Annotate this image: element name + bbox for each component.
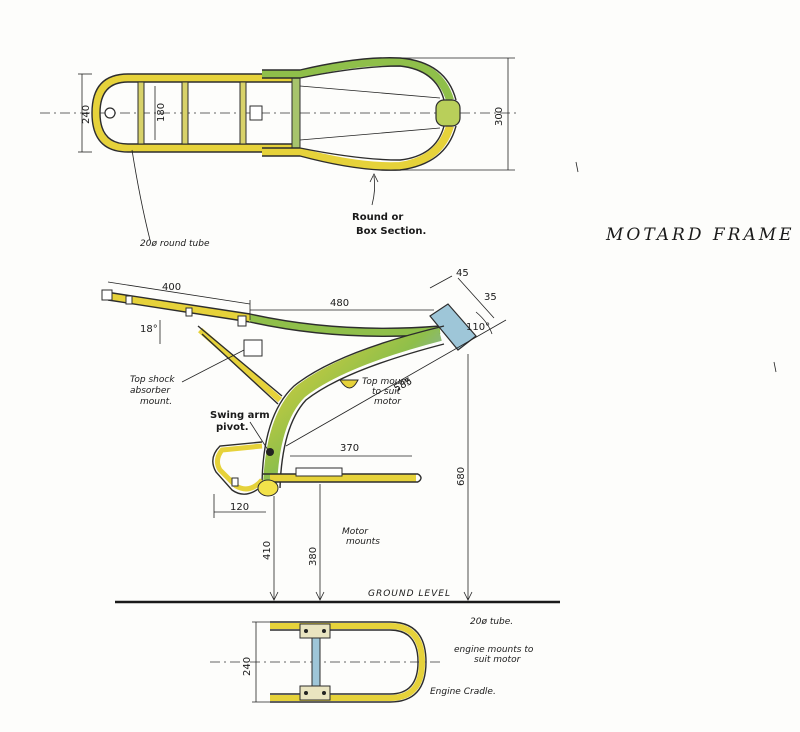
dim-cradle-240: 240 [242,657,253,676]
note-20-round-tube: 20ø round tube [140,239,210,249]
side-view: 400 480 18° 45 35 110° 585 370 120 410 3… [101,268,507,601]
leader-20-tube [131,149,151,241]
dim-top-180: 180 [156,103,167,122]
dim-side-410: 410 [262,541,273,560]
dim-line-400 [107,281,251,305]
top-front-upper-outer [262,57,457,101]
top-view: 240 180 300 [40,57,520,206]
cradle-loop-fill [270,623,426,701]
leader-swing-arm [249,421,269,451]
top-brace-3 [239,81,247,145]
note-engine-mounts-1: engine mounts to [454,645,534,655]
dim-top-300: 300 [494,107,505,126]
top-brace-1 [137,81,145,145]
dim-line-45 [429,275,453,289]
dim-side-400: 400 [162,282,181,293]
top-rear-loop-fill [92,74,300,152]
dim-side-120: 120 [230,502,249,513]
top-inner-rail-2 [299,127,441,141]
ground-level-label: GROUND LEVEL [368,589,451,599]
dim-top-240: 240 [81,105,92,124]
top-rear-stub [104,107,116,119]
leader-round-box [371,175,376,206]
dim-angle-110: 110° [466,322,490,333]
side-main-top-rail-fill [249,314,441,337]
note-swing-arm-1: Swing arm [210,410,270,421]
top-front-lower-inner [262,125,445,161]
dim-line-35 [457,277,495,319]
top-rear-loop-inner [99,81,300,145]
note-top-mount-2: to suit [372,387,401,397]
top-shock-plate [249,105,263,121]
side-shock-mount [243,339,263,357]
top-inner-rail-1 [299,85,441,99]
top-front-lower-outer [262,125,457,171]
note-round-or-2: Box Section. [356,226,426,237]
note-top-mount-1: Top mount [362,377,410,387]
dim-side-480: 480 [330,298,349,309]
note-engine-mounts-2: suit motor [474,655,522,665]
drawing-title: MOTARD FRAME [605,225,795,245]
leader-top-shock [181,349,245,383]
side-seat-strut-fill [198,327,282,403]
engine-cradle-view: 240 [210,621,440,703]
top-front-upper-fill [262,57,454,102]
dim-side-680: 680 [456,467,467,486]
dim-angle-18: 18° [140,324,158,335]
side-down-tube-fill [263,327,442,489]
note-motor-mounts-1: Motor [342,527,369,537]
top-head-tube [435,99,461,127]
note-top-shock-3: mount. [140,397,172,407]
side-down-tube-outer [261,325,445,489]
side-pivot-lug [257,479,279,497]
note-top-shock-2: absorber [130,386,171,396]
side-rear-end [101,289,113,301]
cradle-loop-inner [270,629,419,695]
side-seat-strut [197,325,283,405]
note-top-shock-1: Top shock [130,375,175,385]
side-motor-mount-plate [295,467,343,477]
side-head-tube [429,303,477,351]
top-front-lower-fill [262,124,454,171]
dim-side-35: 35 [484,292,497,303]
side-rear-loop [212,441,263,495]
cradle-cross-bar [311,637,321,687]
top-rear-loop-outer [91,73,300,153]
side-rear-loop-fill [214,443,264,492]
note-motor-mounts-2: mounts [346,537,380,547]
side-down-tube-inner [279,343,445,489]
top-brace-2 [181,81,189,145]
dim-side-45: 45 [456,268,469,279]
note-top-mount-3: motor [374,397,402,407]
note-20-tube: 20ø tube. [470,617,513,627]
dim-side-370: 370 [340,443,359,454]
note-round-or-1: Round or [352,212,403,223]
dim-side-380: 380 [308,547,319,566]
side-top-motor-mount [339,379,359,389]
cradle-loop-outer [270,621,427,703]
note-engine-cradle: Engine Cradle. [430,687,496,697]
dim-line-585 [285,319,507,447]
note-swing-arm-2: pivot. [216,422,249,433]
top-front-upper-inner [262,65,445,101]
top-brace-4 [291,71,301,155]
